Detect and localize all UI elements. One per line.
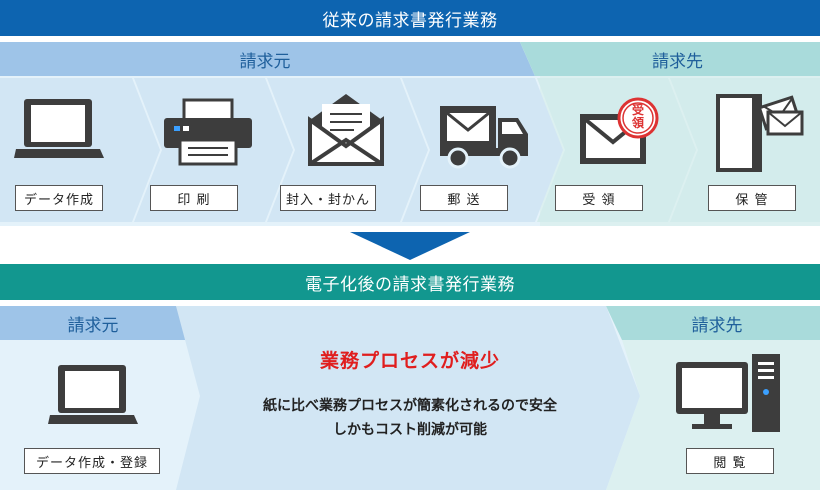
top-receiver-header-bar	[520, 42, 820, 76]
top-receiver-label: 請求先	[652, 51, 703, 72]
step-label-receipt: 受 領	[555, 185, 643, 211]
stamp-char-2: 領	[631, 116, 644, 130]
step-label-view: 閲 覧	[686, 448, 774, 474]
top-banner-title: 従来の請求書発行業務	[322, 10, 498, 31]
desktop-computer-icon	[676, 354, 780, 432]
step-label-enclose-seal: 封入・封かん	[280, 185, 376, 211]
top-sender-header-bar	[0, 42, 535, 76]
reduction-description-line2: しかもコスト削減が可能	[333, 422, 487, 438]
step-label-data-creation: データ作成	[15, 185, 103, 211]
bottom-banner-title: 電子化後の請求書発行業務	[305, 274, 515, 295]
reduction-headline: 業務プロセスが減少	[319, 350, 500, 372]
bottom-banner: 電子化後の請求書発行業務	[0, 264, 820, 300]
laptop-icon	[48, 365, 138, 424]
down-arrow-icon	[350, 232, 470, 260]
top-sender-label: 請求元	[239, 51, 291, 72]
reduction-description-line1: 紙に比べ業務プロセスが簡素化されるので安全	[263, 398, 557, 414]
bottom-sender-label: 請求元	[67, 315, 119, 336]
bottom-process-chevron	[176, 306, 640, 490]
stamp-char-1: 受	[631, 103, 644, 117]
envelope-stamp-icon	[580, 97, 659, 164]
step-label-data-creation-registration: データ作成・登録	[24, 448, 160, 474]
bottom-receiver-label: 請求先	[691, 315, 743, 336]
step-label-print: 印 刷	[150, 185, 238, 211]
printer-icon	[164, 98, 252, 166]
step-label-storage: 保 管	[708, 185, 796, 211]
top-banner: 従来の請求書発行業務	[0, 0, 820, 36]
step-label-mailing: 郵 送	[420, 185, 508, 211]
envelope-open-icon	[308, 94, 384, 166]
bottom-sender-header-bar	[0, 306, 190, 340]
laptop-icon	[14, 99, 104, 158]
delivery-truck-icon	[440, 106, 528, 169]
bottom-receiver-header-bar	[606, 306, 820, 340]
storage-cabinet-icon	[716, 94, 804, 172]
